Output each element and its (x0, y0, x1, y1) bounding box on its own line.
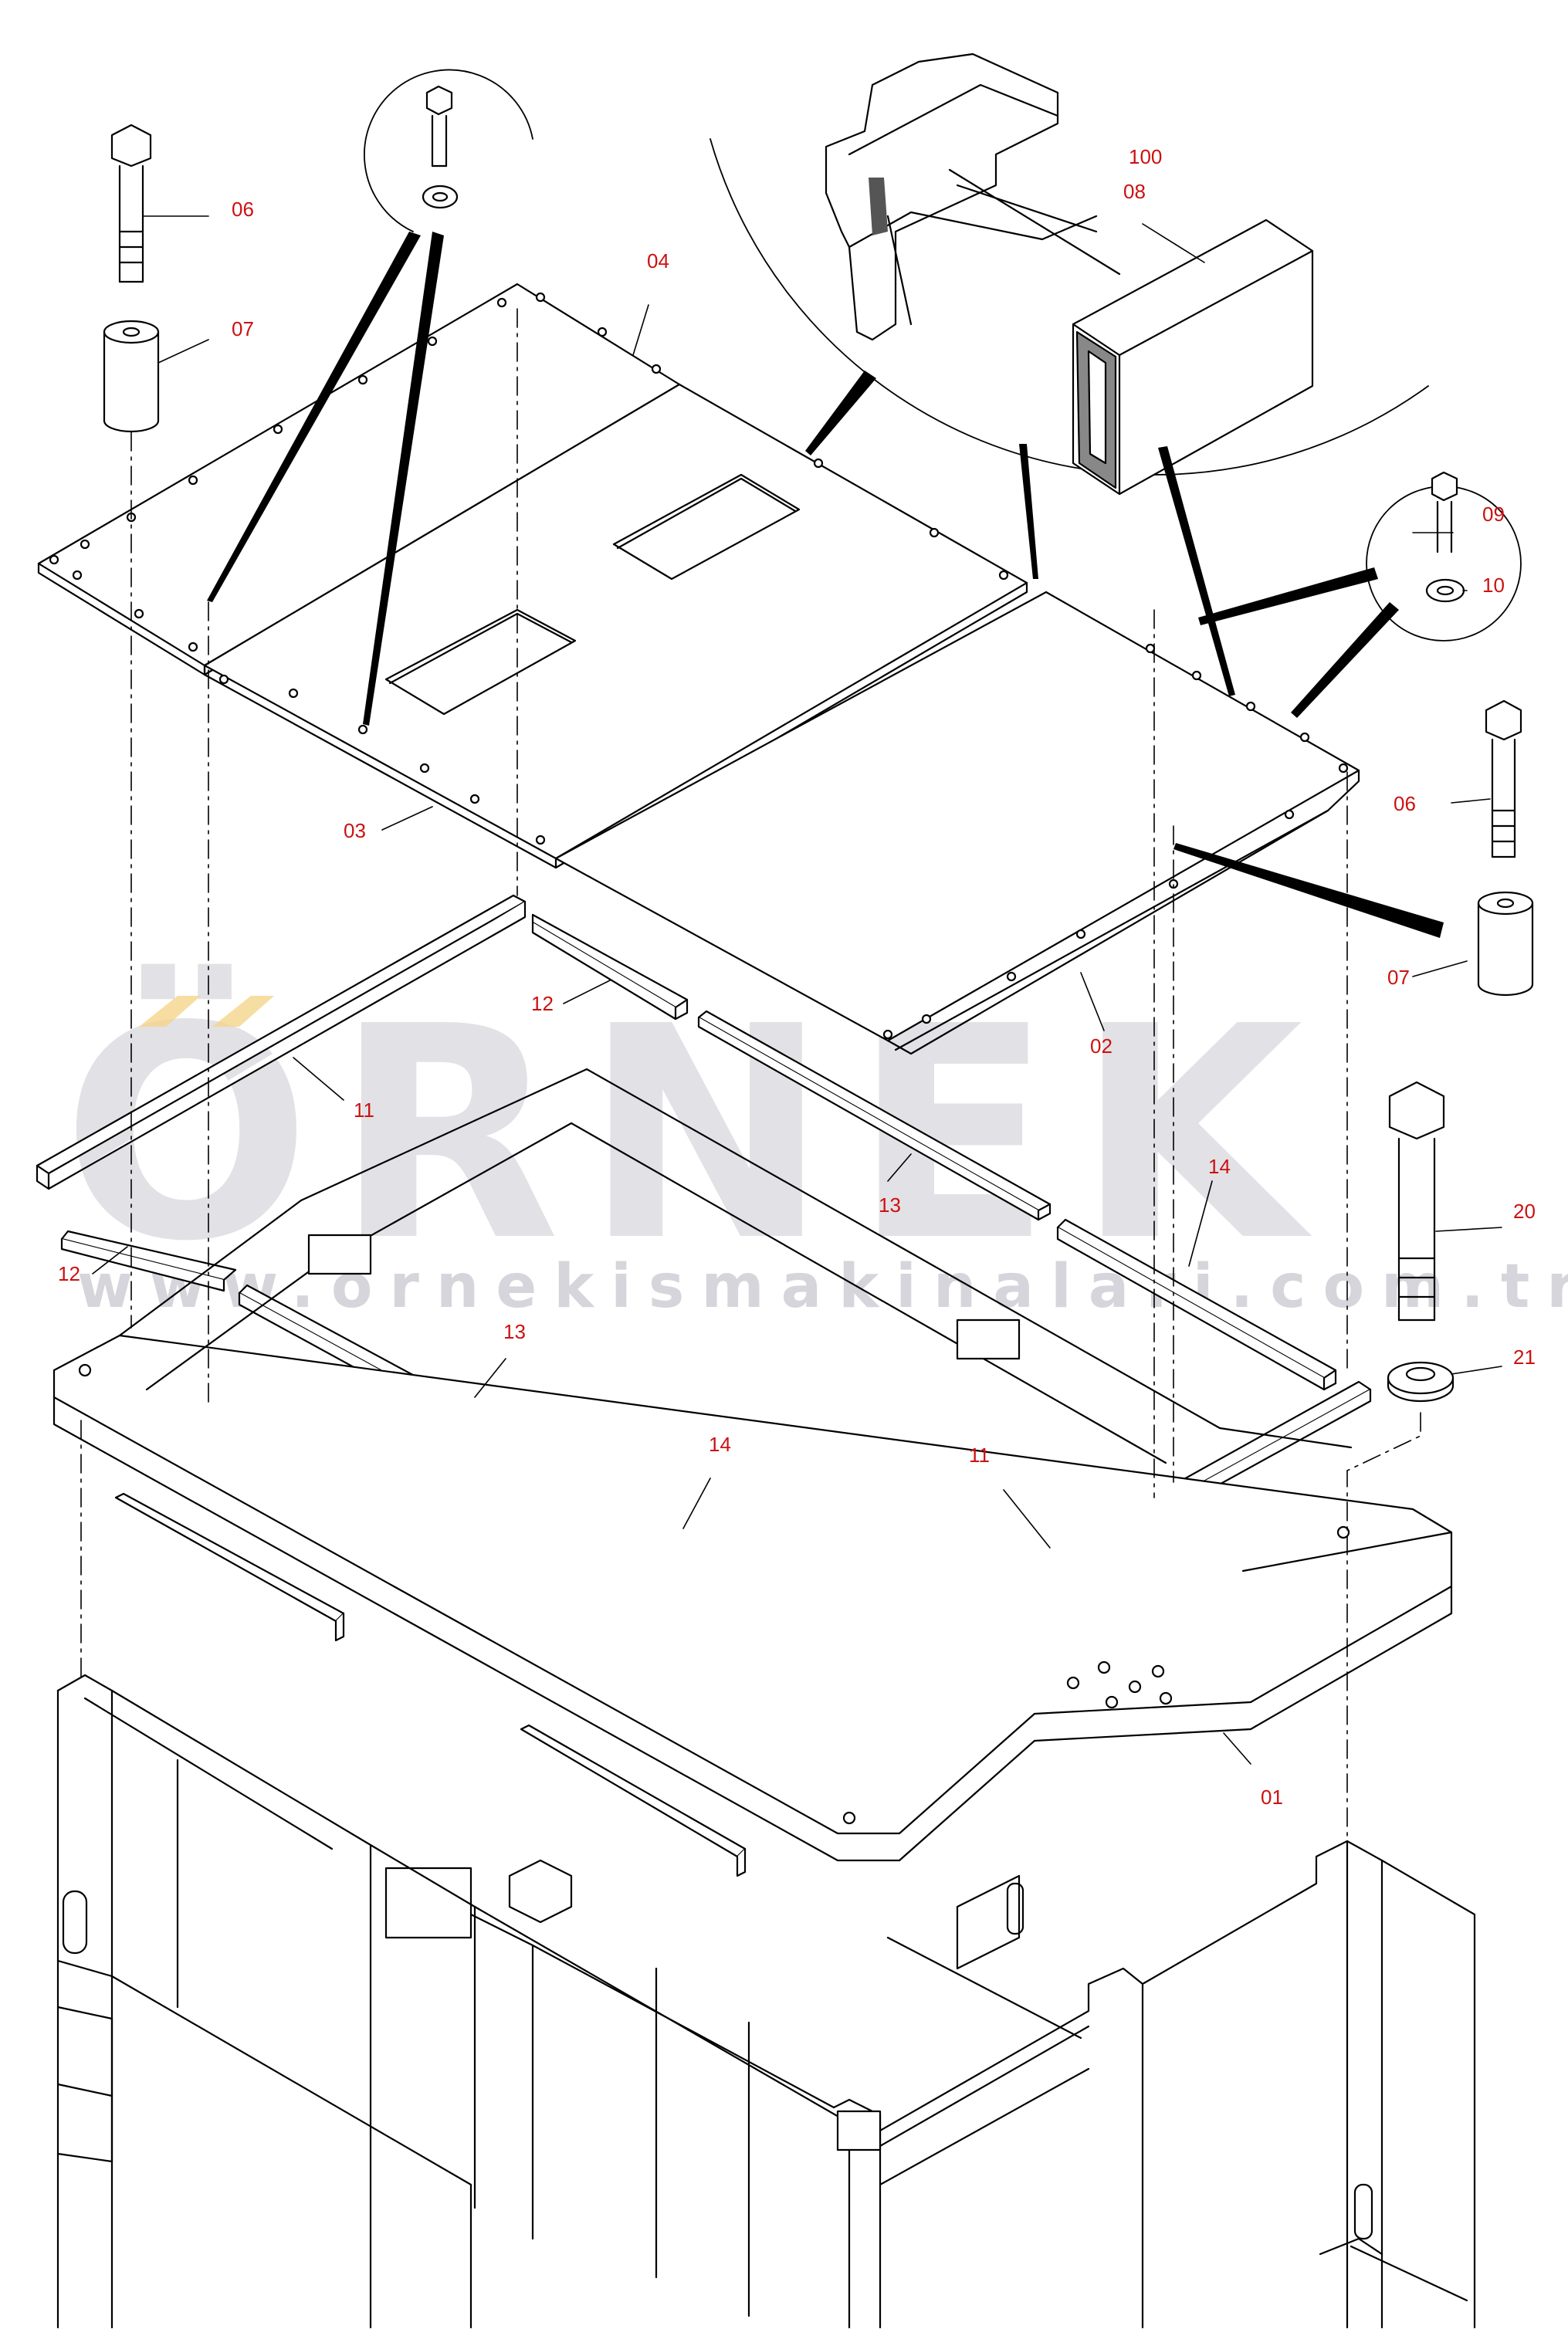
detail-leader-wedges (207, 232, 1444, 938)
callout-12-bar-lower: 12 (58, 1262, 80, 1285)
machine-base-body (56, 1674, 1476, 2329)
top-cover-panel-02 (554, 591, 1360, 1055)
callout-07-spacer-right: 07 (1387, 966, 1410, 989)
callout-14-bar-upper: 14 (1208, 1155, 1231, 1178)
callout-12-bar-upper: 12 (531, 992, 554, 1015)
washer-21 (1387, 1361, 1455, 1403)
callout-08-seal-profile: 08 (1123, 180, 1146, 203)
callout-09-bolt-detail: 09 (1482, 503, 1505, 526)
callout-07-spacer-left: 07 (232, 317, 254, 340)
angle-bars (114, 1492, 747, 1877)
callout-06-bolt-left: 06 (232, 198, 254, 221)
callout-02-panel: 02 (1090, 1034, 1113, 1058)
top-cover-panel-03 (203, 383, 1028, 869)
callout-11-bar-lower: 11 (969, 1444, 990, 1467)
callout-14-bar-lower: 14 (709, 1433, 731, 1456)
watermark-accent-marks (139, 996, 274, 1027)
assembly-center-lines (80, 308, 1421, 1838)
callout-13-bar-upper: 13 (879, 1193, 901, 1217)
callout-06-bolt-right: 06 (1394, 792, 1416, 815)
bolt-06-right (1485, 699, 1522, 858)
callout-20-bolt: 20 (1513, 1200, 1536, 1223)
callout-13-bar-lower: 13 (503, 1320, 526, 1343)
bolt-washer-detail-left (364, 69, 533, 232)
callout-leaders (92, 215, 1502, 1765)
bolt-20 (1388, 1081, 1445, 1322)
callout-01-frame: 01 (1261, 1786, 1283, 1809)
bolt-06-left (110, 124, 152, 283)
frame-01 (52, 1068, 1453, 1862)
callout-21-washer: 21 (1513, 1346, 1536, 1369)
callout-10-washer-detail: 10 (1482, 574, 1505, 597)
spacer-07-right (1477, 891, 1534, 997)
callout-11-bar-upper: 11 (354, 1098, 374, 1122)
spacer-07-left (103, 320, 160, 433)
seal-detail-view (709, 52, 1429, 496)
callout-03-panel: 03 (344, 819, 366, 842)
callout-100-seal: 100 (1129, 145, 1163, 168)
callout-04-panel: 04 (647, 249, 669, 273)
